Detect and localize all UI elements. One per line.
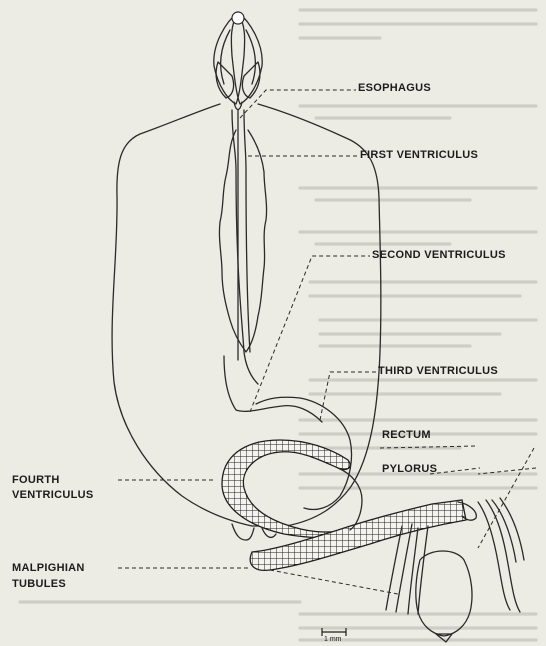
label-pylorus: PYLORUS	[382, 461, 437, 477]
label-third-ventriculus: THIRD VENTRICULUS	[378, 363, 498, 379]
label-first-ventriculus: FIRST VENTRICULUS	[360, 147, 478, 163]
scale-bar-label: 1 mm	[324, 636, 342, 643]
label-esophagus: ESOPHAGUS	[358, 80, 431, 96]
second-ventriculus	[224, 356, 322, 422]
label-fourth-ventriculus-line1: FOURTH	[12, 472, 60, 488]
label-malpighian-line1: MALPIGHIAN	[12, 560, 85, 576]
background-text-lines	[20, 10, 536, 640]
label-second-ventriculus: SECOND VENTRICULUS	[372, 247, 506, 263]
label-fourth-ventriculus-line2: VENTRICULUS	[12, 487, 94, 503]
esophagus-tube	[232, 110, 258, 384]
label-rectum: RECTUM	[382, 427, 431, 443]
intestine-band	[250, 500, 466, 570]
leader-lines	[118, 90, 536, 594]
head-mouthparts	[214, 12, 262, 110]
label-malpighian-line2: TUBULES	[12, 576, 66, 592]
first-ventriculus-sac	[219, 130, 266, 352]
